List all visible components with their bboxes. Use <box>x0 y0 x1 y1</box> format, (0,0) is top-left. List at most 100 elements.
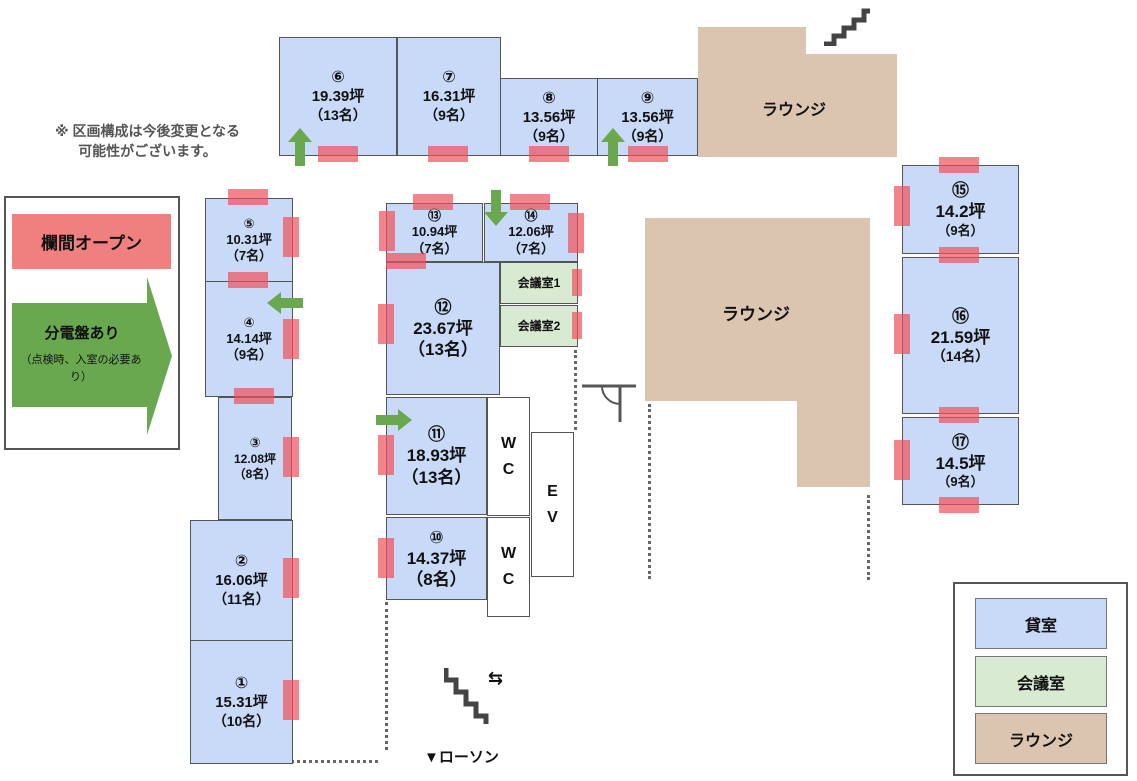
room-capacity: （7名） <box>411 240 458 256</box>
note-line: ※ 区画構成は今後変更となる <box>54 123 241 139</box>
room-number: ⑮ <box>952 181 969 201</box>
transom-open-marker <box>568 213 584 253</box>
room-area: 16.06坪 <box>215 572 268 590</box>
room-number: ⑪ <box>428 425 445 445</box>
room-number: ⑧ <box>542 89 556 107</box>
room-number: ⑥ <box>331 69 345 87</box>
transom-open-marker <box>283 558 299 598</box>
room-number: ⑦ <box>442 69 456 87</box>
meeting-room-1[interactable]: 会議室1 <box>500 262 578 304</box>
transom-open-marker <box>939 157 979 173</box>
transom-open-marker <box>378 435 394 475</box>
transom-open-marker <box>939 407 979 423</box>
panel-arrow-up-icon <box>288 128 312 166</box>
room-area: 12.08坪 <box>233 451 277 466</box>
transom-open-marker <box>572 269 582 296</box>
wc-label: C <box>502 571 515 588</box>
room-number: ⑬ <box>427 208 441 224</box>
room-number: ② <box>234 553 249 571</box>
room-area: 10.31坪 <box>226 231 272 247</box>
transom-open-marker <box>378 304 394 344</box>
wall-dotted <box>574 350 577 430</box>
transom-open-marker <box>894 314 910 354</box>
room-capacity: （7名） <box>225 248 273 264</box>
transom-open-marker <box>283 319 299 359</box>
legend-panel-note: （点検時、入室の必要あり） <box>20 354 142 383</box>
wall-dotted <box>385 602 388 750</box>
transom-open-marker <box>228 272 268 288</box>
transom-open-marker <box>379 211 395 251</box>
panel-arrow-right-icon <box>376 409 412 431</box>
transom-open-marker <box>413 194 453 210</box>
panel-arrow-left-icon <box>267 292 303 314</box>
wc-label: C <box>502 460 515 478</box>
room-area: 13.56坪 <box>621 108 674 126</box>
lounge-center-label: ラウンジ <box>722 305 790 324</box>
room-area: 21.59坪 <box>930 327 991 347</box>
room-capacity: （9名） <box>937 222 984 238</box>
room-area: 18.93坪 <box>406 446 467 466</box>
room-capacity: （8名） <box>233 466 277 481</box>
wall-dotted <box>648 404 651 579</box>
room-capacity: （13名） <box>309 107 367 124</box>
transom-open-marker <box>510 194 550 210</box>
room-area: 16.31坪 <box>422 88 476 106</box>
room-capacity: （8名） <box>406 570 467 590</box>
door-icon <box>582 384 636 422</box>
room-area: 12.06坪 <box>508 224 554 240</box>
transom-open-marker <box>628 146 668 162</box>
transom-open-marker <box>939 247 979 263</box>
lounge-top-label: ラウンジ <box>762 102 827 119</box>
room-number: ① <box>234 674 249 692</box>
room-area: 19.39坪 <box>311 88 365 106</box>
transom-open-marker <box>283 217 299 257</box>
legend-meeting: 会議室 <box>975 656 1107 707</box>
meeting-room-2[interactable]: 会議室2 <box>500 305 578 347</box>
ev-label: V <box>547 508 558 526</box>
transom-open-marker <box>378 538 394 578</box>
room-capacity: （10名） <box>212 712 271 729</box>
legend-lounge: ラウンジ <box>975 713 1107 764</box>
room-number: ④ <box>243 314 255 330</box>
legend-panel-label: 分電盤あり <box>44 325 120 342</box>
legend-transom: 欄間オープン <box>12 214 171 269</box>
transom-open-marker <box>234 388 274 404</box>
transom-open-marker <box>318 146 358 162</box>
room-capacity: （9名） <box>937 474 984 490</box>
room-area: 10.94坪 <box>411 224 458 240</box>
transom-open-marker <box>283 437 299 477</box>
panel-arrow-down-icon <box>484 190 508 226</box>
panel-arrow-up-icon <box>601 128 625 166</box>
legend-panel-arrow <box>12 277 172 435</box>
room-number: ⑯ <box>952 306 969 326</box>
room-capacity: （13名） <box>401 467 472 487</box>
transom-open-marker <box>572 312 582 339</box>
room-capacity: （13名） <box>408 340 478 360</box>
wall-dotted <box>278 760 378 763</box>
meeting-room-label: 会議室2 <box>517 318 561 333</box>
transom-open-marker <box>939 497 979 513</box>
legend-rental: 貸室 <box>975 598 1107 649</box>
room-capacity: （7名） <box>507 240 555 256</box>
wc-label: W <box>500 545 517 563</box>
transom-open-marker <box>894 186 910 226</box>
lounge-center <box>797 400 870 487</box>
meeting-room-label: 会議室1 <box>517 275 561 290</box>
room-area: 23.67坪 <box>413 318 473 338</box>
